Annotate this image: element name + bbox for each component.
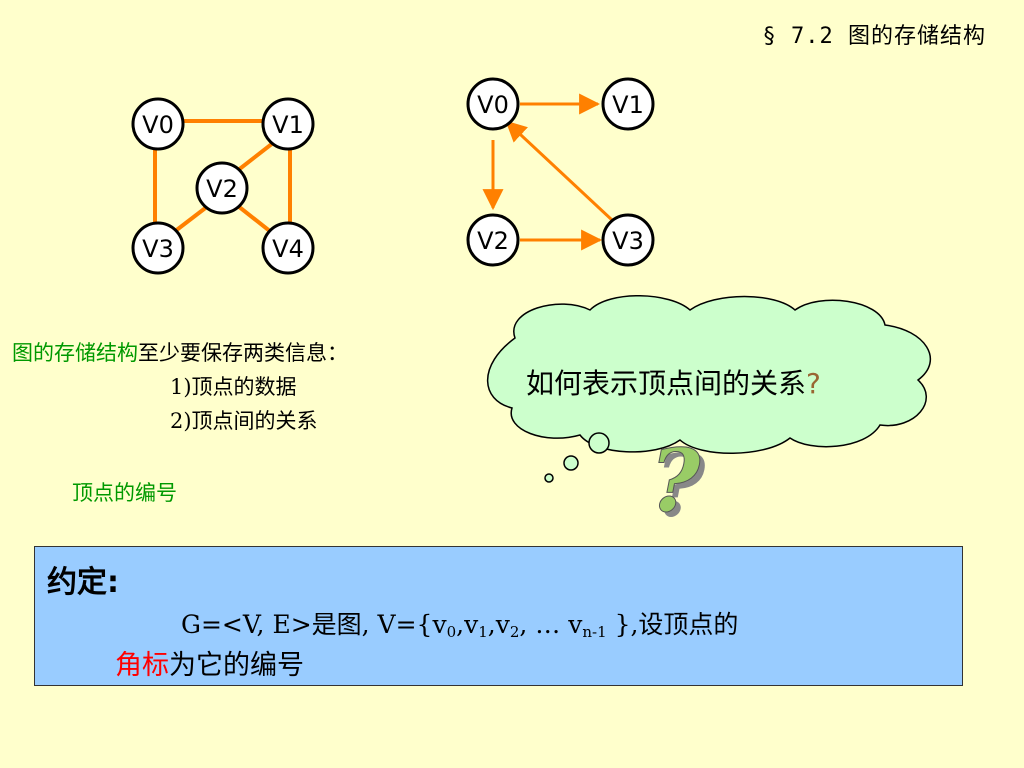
node-v3: V3 — [131, 221, 185, 275]
intro-item-1: 1)顶点的数据 — [170, 375, 297, 399]
intro-highlight: 图的存储结构 — [12, 341, 138, 365]
cloud-text: 如何表示顶点间的关系? — [526, 367, 821, 400]
convention-highlight: 角标 — [115, 650, 169, 681]
node-v2: V2 — [195, 161, 249, 215]
svg-text:V1: V1 — [612, 91, 644, 119]
convention-box: 约定: G=<V, E>是图, V={v0,v1,v2, … vn-1 },设顶… — [34, 546, 963, 686]
convention-title: 约定: — [47, 565, 119, 600]
edge-v2-v3 — [172, 204, 210, 234]
undirected-graph: V0 V1 V2 V3 V4 — [131, 97, 315, 275]
intro-text: 图的存储结构至少要保存两类信息： 1)顶点的数据 2)顶点间的关系 — [12, 336, 348, 438]
dnode-v3: V3 — [601, 213, 655, 267]
directed-graph: V0 V1 V2 V3 — [466, 77, 655, 267]
svg-text:V4: V4 — [272, 235, 304, 263]
dnode-v0: V0 — [466, 77, 520, 131]
intro-item-2: 2)顶点间的关系 — [170, 409, 318, 433]
big-question-mark-icon-shadow: ? — [655, 436, 707, 537]
node-v1: V1 — [261, 97, 315, 151]
svg-text:V1: V1 — [272, 111, 304, 139]
slide-title: § 7.2 图的存储结构 — [762, 24, 986, 49]
svg-text:V0: V0 — [477, 91, 509, 119]
convention-line-1: G=<V, E>是图, V={v0,v1,v2, … vn-1 },设顶点的 — [181, 610, 739, 641]
node-v4: V4 — [261, 221, 315, 275]
edge-v1-v2 — [235, 141, 275, 173]
big-question-mark-icon: ? — [650, 431, 702, 532]
dnode-v1: V1 — [601, 77, 655, 131]
arc-v3-v0 — [505, 120, 614, 222]
vertex-numbering-label: 顶点的编号 — [72, 481, 177, 505]
edge-v2-v4 — [236, 204, 273, 234]
svg-text:V3: V3 — [142, 235, 174, 263]
cloud-bubble-medium — [563, 455, 579, 471]
convention-line-2: 角标为它的编号 — [115, 650, 304, 681]
svg-text:V0: V0 — [142, 111, 174, 139]
node-v0: V0 — [131, 97, 185, 151]
cloud-shape — [487, 295, 931, 454]
cloud-question-mark: ? — [806, 367, 821, 400]
intro-rest: 至少要保存两类信息： — [138, 341, 348, 365]
cloud-bubble-large — [588, 432, 610, 454]
svg-text:V3: V3 — [612, 227, 644, 255]
thought-cloud: ? ? — [487, 295, 931, 537]
svg-text:V2: V2 — [477, 227, 509, 255]
cloud-bubble-small — [544, 473, 554, 483]
svg-text:V2: V2 — [206, 175, 238, 203]
intro-line: 图的存储结构至少要保存两类信息： — [12, 336, 348, 370]
dnode-v2: V2 — [466, 213, 520, 267]
